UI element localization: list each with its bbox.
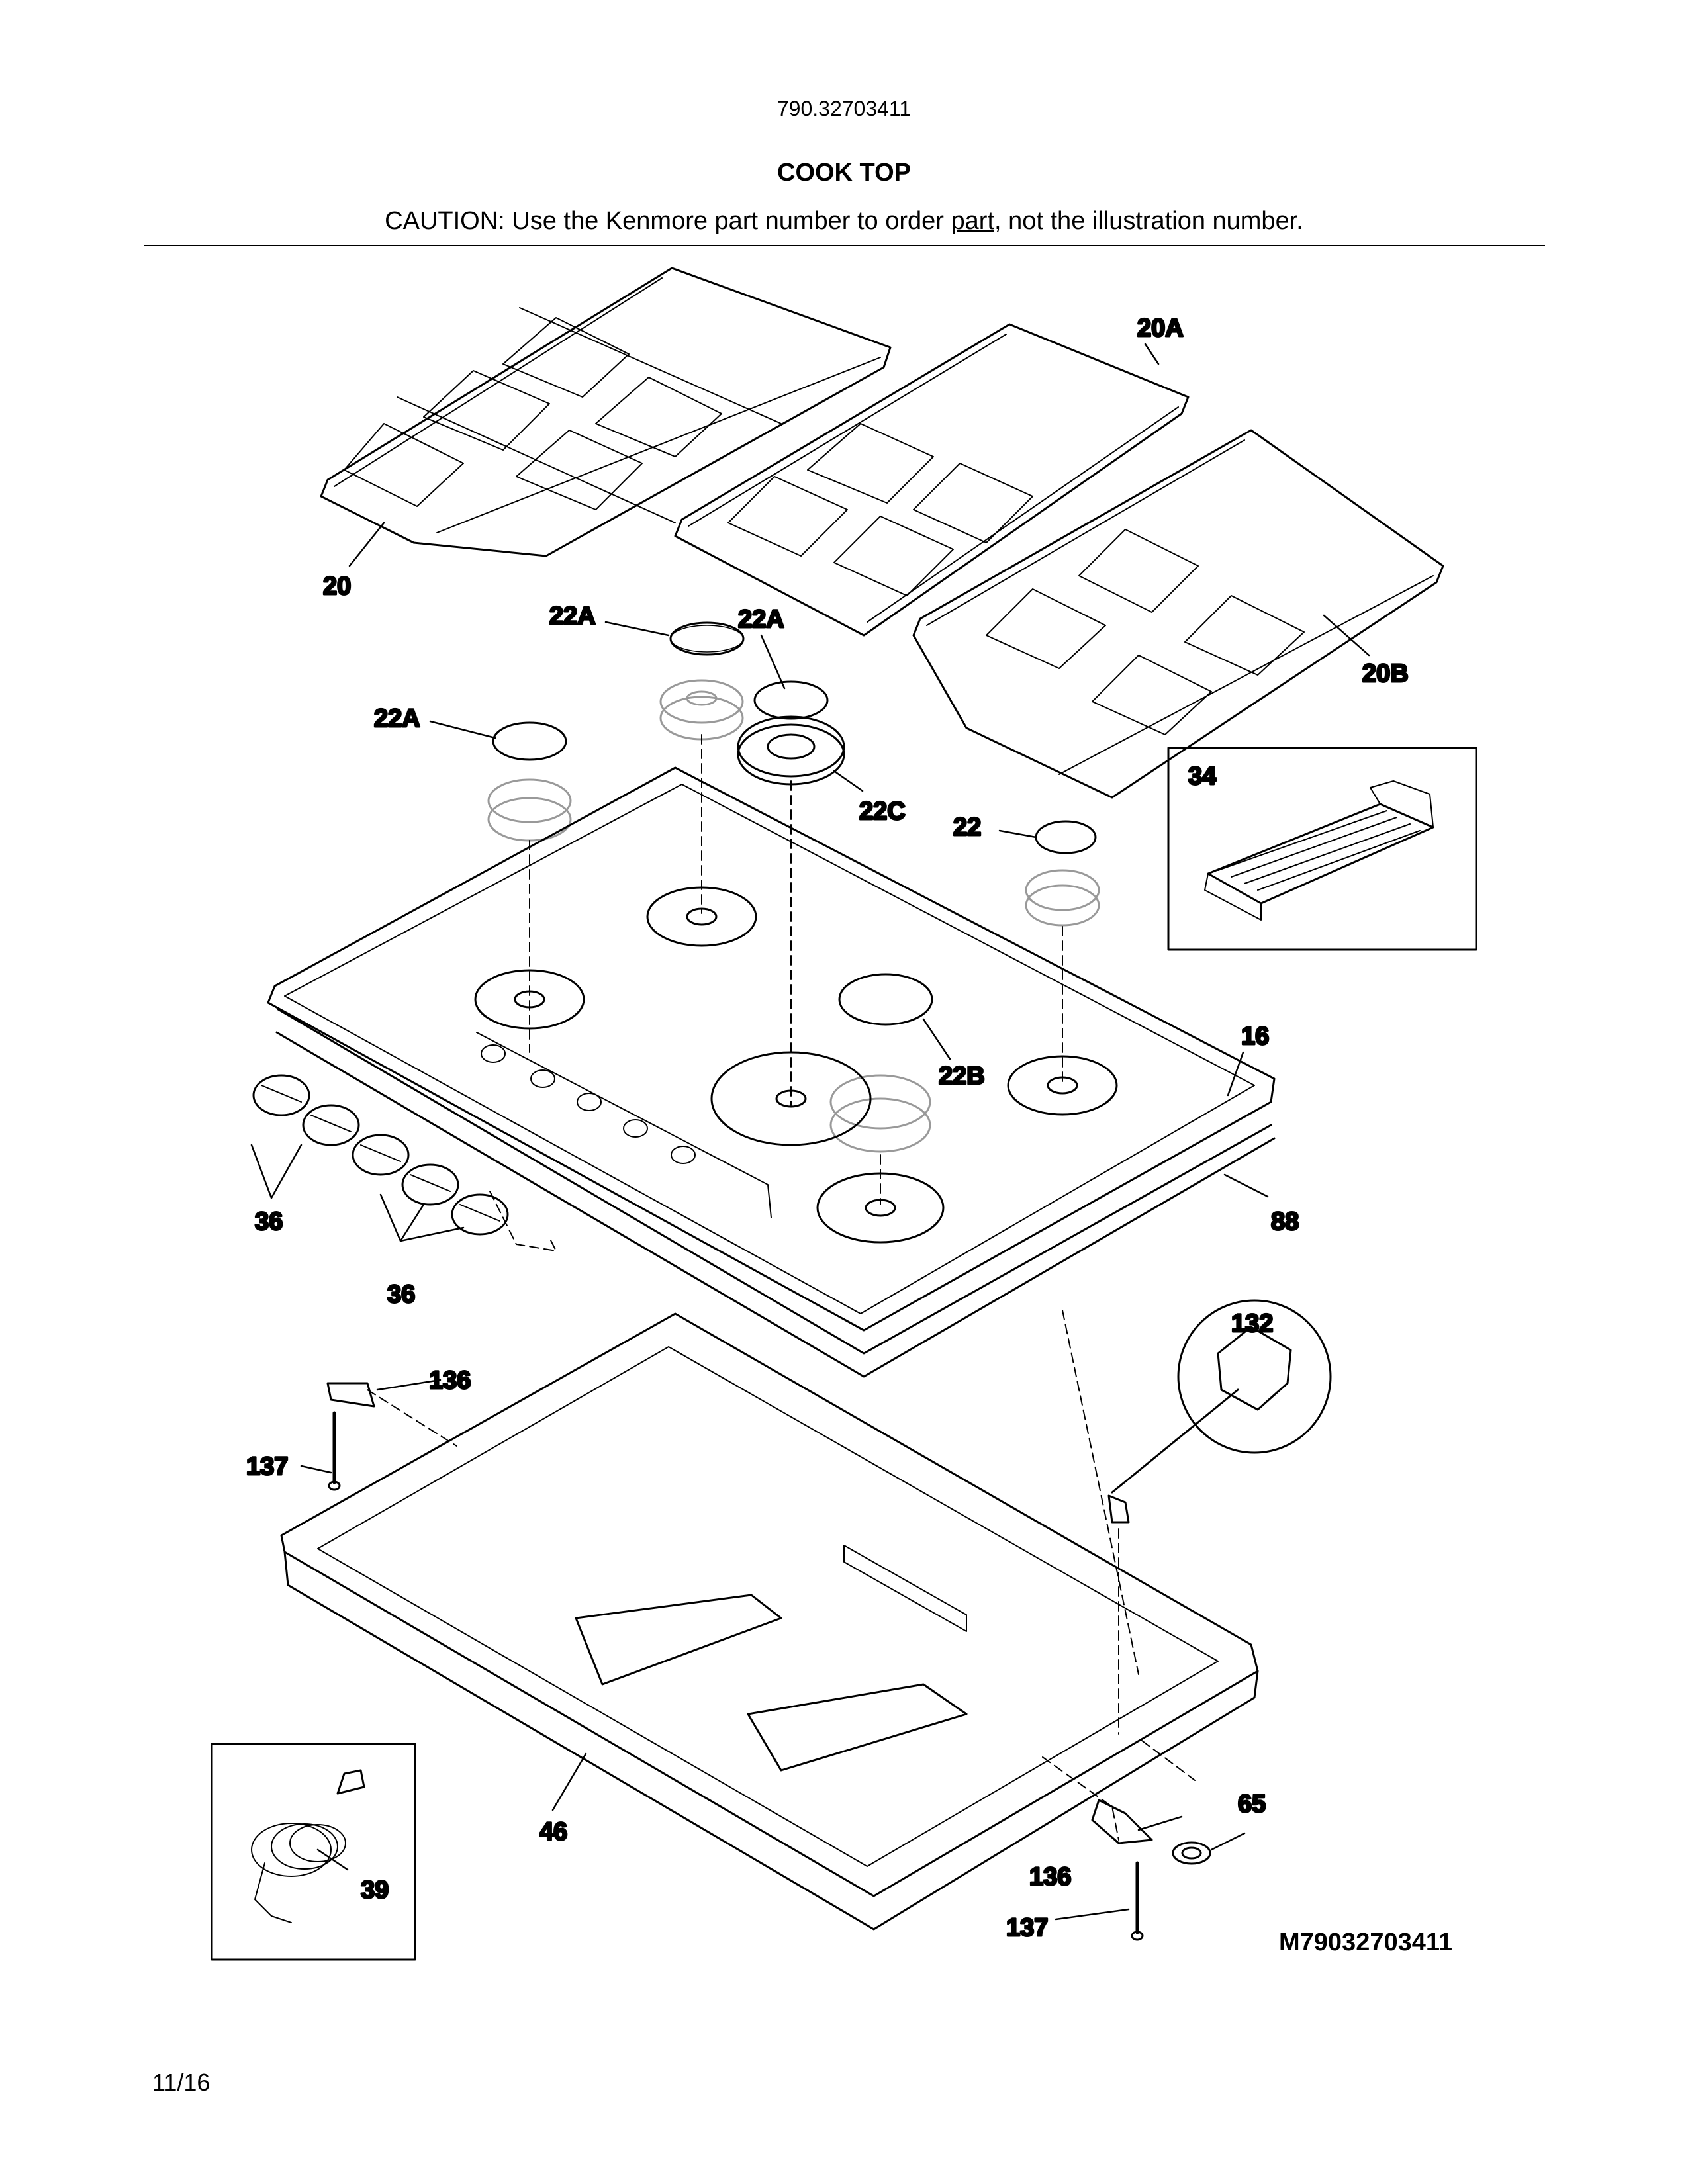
callout-136-bottom: 136	[1029, 1863, 1071, 1891]
model-number: 790.32703411	[776, 97, 912, 120]
callout-22B: 22B	[939, 1062, 985, 1090]
callout-88: 88	[1271, 1208, 1299, 1236]
caution-text: CAUTION: Use the Kenmore part number to …	[385, 207, 951, 235]
callout-20B: 20B	[1362, 660, 1409, 688]
callout-22A-2: 22A	[738, 606, 784, 633]
mounting-bracket-136-bottom	[1091, 1799, 1153, 1844]
cooktop-16	[267, 766, 1276, 1355]
grate-center-20A	[674, 323, 1190, 637]
caution-note: CAUTION: Use the Kenmore part number to …	[0, 207, 1688, 236]
burner-head-large	[829, 1074, 931, 1153]
burner-cap-22A-mid	[753, 680, 829, 720]
callout-22A-1: 22A	[549, 602, 596, 630]
alignment-lines	[367, 734, 1196, 1841]
callout-137-top: 137	[246, 1453, 288, 1480]
mounting-screw-137-bottom	[1131, 1861, 1144, 1941]
callout-137-bottom: 137	[1006, 1914, 1048, 1942]
griddle-accessory-34	[1167, 747, 1477, 951]
burner-head-right	[1025, 869, 1100, 927]
burner-cap-22B	[838, 973, 933, 1026]
callout-20: 20	[323, 572, 351, 600]
control-knobs-36	[252, 1074, 509, 1236]
callout-20A: 20A	[1137, 314, 1184, 342]
grommet-65	[1172, 1841, 1211, 1865]
gasket-88	[275, 1031, 1276, 1378]
mounting-bracket-136-top	[326, 1382, 375, 1408]
leader-lines	[250, 343, 1370, 1921]
wok-burner-ring-22C	[737, 715, 845, 786]
callout-22A-3: 22A	[374, 705, 420, 733]
callout-46: 46	[539, 1818, 567, 1846]
igniter-132	[1107, 1299, 1332, 1524]
callout-36-2: 36	[387, 1281, 415, 1308]
burner-cap-22A-left	[492, 721, 567, 761]
callout-16: 16	[1241, 1023, 1269, 1050]
revision-date: 11/16	[152, 2069, 211, 2096]
drawing-id: M79032703411	[1279, 1929, 1453, 1956]
burner-cap-22A-top	[669, 621, 745, 656]
mounting-screw-137-top	[328, 1411, 341, 1491]
caution-text-end: , not the illustration number.	[994, 207, 1303, 235]
page-title: COOK TOP	[777, 159, 911, 187]
burner-cap-22-right	[1035, 820, 1097, 854]
burner-box-46	[280, 1312, 1259, 1931]
caution-underlined-word: part	[951, 207, 994, 235]
grate-right-20B	[912, 429, 1444, 799]
callout-22: 22	[953, 813, 981, 841]
callout-65: 65	[1238, 1790, 1266, 1818]
callout-39: 39	[361, 1876, 389, 1904]
burner-head-top	[659, 679, 744, 741]
header-divider	[144, 245, 1545, 246]
power-cord-39	[211, 1743, 416, 1961]
callout-22C: 22C	[859, 797, 906, 825]
grate-left-20	[320, 267, 892, 557]
callout-132: 132	[1231, 1310, 1273, 1338]
callout-36-1: 36	[255, 1208, 283, 1236]
callout-136-top: 136	[429, 1367, 471, 1394]
callout-34: 34	[1188, 762, 1216, 790]
